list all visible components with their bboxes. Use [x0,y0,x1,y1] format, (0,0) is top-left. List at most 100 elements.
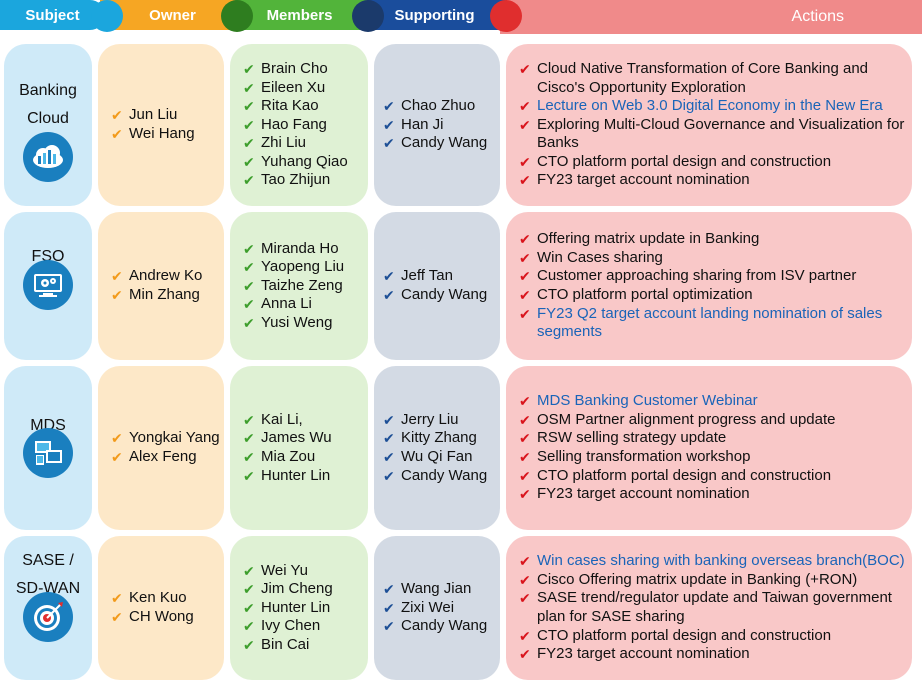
action-item: ✔FY23 target account nomination [519,645,906,664]
actions-cell: ✔ Cloud Native Transformation of Core Ban… [506,44,912,206]
owner-name: Yongkai Yang [129,429,220,447]
action-text: CTO platform portal design and construct… [537,466,832,484]
action-item: ✔SASE trend/regulator update and Taiwan … [519,589,906,626]
action-text: Selling transformation workshop [537,448,751,465]
check-icon: ✔ [519,153,531,170]
check-icon: ✔ [383,449,395,465]
action-item: ✔Exploring Multi-Cloud Governance and Vi… [519,116,906,153]
actions-header: Actions [500,0,922,34]
supporting-name: Kitty Zhang [401,429,477,447]
member-name: Eileen Xu [261,78,326,96]
member-name-item: ✔Zhi Liu [230,134,368,153]
check-icon: ✔ [519,305,531,322]
owner-cell: ✔Jun Liu✔Wei Hang [98,44,224,206]
action-text: CTO platform portal design and construct… [537,152,832,170]
member-name-item: ✔Anna Li [230,295,368,314]
members-cell: ✔Kai Li,✔James Wu✔Mia Zou✔Hunter Lin [230,366,368,530]
action-text: Win cases sharing with banking overseas … [537,552,905,570]
check-icon: ✔ [519,231,531,248]
member-name: Jim Cheng [261,580,333,598]
check-icon: ✔ [243,314,255,331]
member-name-item: ✔Ivy Chen [230,617,368,636]
subject-cell: SASE /SD-WAN [4,536,92,680]
action-text: Offering matrix update in Banking [537,230,760,248]
check-icon: ✔ [383,268,395,285]
supporting-cell: ✔Jeff Tan✔Candy Wang [374,212,500,360]
members-header: Members [232,0,367,30]
monitor-gears-icon [23,260,73,310]
subject-cell: MDS [4,366,92,530]
member-name: James Wu [261,429,332,447]
check-icon: ✔ [243,636,255,653]
member-name: Hao Fang [261,115,327,133]
action-text: OSM Partner alignment progress and updat… [537,410,836,428]
action-item: ✔ Cisco Offering matrix update in Banking… [519,571,906,590]
action-text: RSW selling strategy update [537,429,727,447]
member-name-item: ✔ Brain Cho [230,60,368,79]
member-name-item: ✔Yusi Weng [230,314,368,333]
owner-list: ✔Andrew Ko✔Min Zhang [98,212,224,360]
actions-header-label: Actions [791,8,844,25]
member-list: ✔Brain Cho✔Eileen Xu✔Rita Kao✔Hao Fang✔Z… [230,44,368,206]
check-icon: ✔ [519,98,531,115]
check-icon: ✔ [519,553,531,570]
supporting-name-item: ✔Han Ji [374,116,500,135]
check-icon: ✔ [243,240,255,257]
check-icon: ✔ [243,277,255,294]
member-name-item: ✔Mia Zou [230,448,368,467]
action-list: ✔ Cloud Native Transformation of Core Ban… [506,44,912,206]
owner-cell: ✔Andrew Ko✔Min Zhang [98,212,224,360]
members-cell: ✔Brain Cho✔Eileen Xu✔Rita Kao✔Hao Fang✔Z… [230,44,368,206]
action-text: CTO platform portal design and construct… [537,626,832,644]
action-text: Cisco Offering matrix update in Banking … [537,570,858,588]
check-icon: ✔ [243,467,255,484]
owner-list: ✔Ken Kuo✔CH Wong [98,536,224,680]
owner-list: ✔Yongkai Yang✔Alex Feng [98,366,224,530]
member-name-item: ✔ Bin Cai [230,636,368,655]
check-icon: ✔ [383,599,395,616]
check-icon: ✔ [383,135,395,152]
action-item: ✔CTO platform portal optimization [519,286,906,305]
check-icon: ✔ [243,172,255,189]
action-text: Customer approaching sharing from ISV pa… [537,267,857,285]
check-icon: ✔ [243,618,255,635]
supporting-header: Supporting [362,0,507,30]
supporting-name: Jeff Tan [401,267,453,285]
check-icon: ✔ [243,60,255,77]
action-item: ✔RSW selling strategy update [519,429,906,448]
check-icon: ✔ [243,411,255,428]
check-icon: ✔ [243,98,255,115]
member-name-item: ✔Rita Kao [230,97,368,116]
action-item: ✔Lecture on Web 3.0 Digital Economy in t… [519,97,906,116]
check-icon: ✔ [243,153,255,170]
subject-title: SD-WAN [15,580,81,597]
actions-cell: ✔Offering matrix update in Banking✔Win C… [506,212,912,360]
owner-name-item: ✔CH Wong [98,608,224,627]
owner-name-item: ✔ Jun Liu [98,106,224,125]
members-cell: ✔Wei Yu✔Jim Cheng✔Hunter Lin✔Ivy Chen✔Bi… [230,536,368,680]
member-list: ✔Kai Li,✔James Wu✔Mia Zou✔Hunter Lin [230,366,368,530]
check-icon: ✔ [111,430,123,447]
owner-name-item: ✔Min Zhang [98,286,224,305]
check-icon: ✔ [519,571,531,588]
member-name: Bin Cai [261,635,310,653]
supporting-list: ✔Jerry Liu✔Kitty Zhang✔Wu Qi Fan✔Candy W… [374,366,500,530]
action-item: ✔Selling transformation workshop [519,448,906,467]
owner-name: CH Wong [129,608,194,625]
check-icon: ✔ [243,449,255,465]
cloud-data-icon [23,132,73,182]
owner-name: Jun Liu [129,106,178,124]
action-list: ✔MDS Banking Customer Webinar✔OSM Partne… [506,366,912,530]
subject-header: Subject [0,0,105,30]
supporting-name-item: ✔Wang Jian [374,580,500,599]
check-icon: ✔ [519,627,531,644]
supporting-name: Candy Wang [401,134,488,152]
member-name: Brain Cho [261,59,328,77]
member-name-item: ✔ Hunter Lin [230,467,368,486]
action-item: ✔FY23 target account nomination [519,171,906,190]
check-icon: ✔ [111,107,123,124]
check-icon: ✔ [519,60,531,77]
member-name: Hunter Lin [261,466,331,484]
supporting-name: Candy Wang [401,466,488,484]
action-text: Cloud Native Transformation of Core Bank… [537,59,869,96]
